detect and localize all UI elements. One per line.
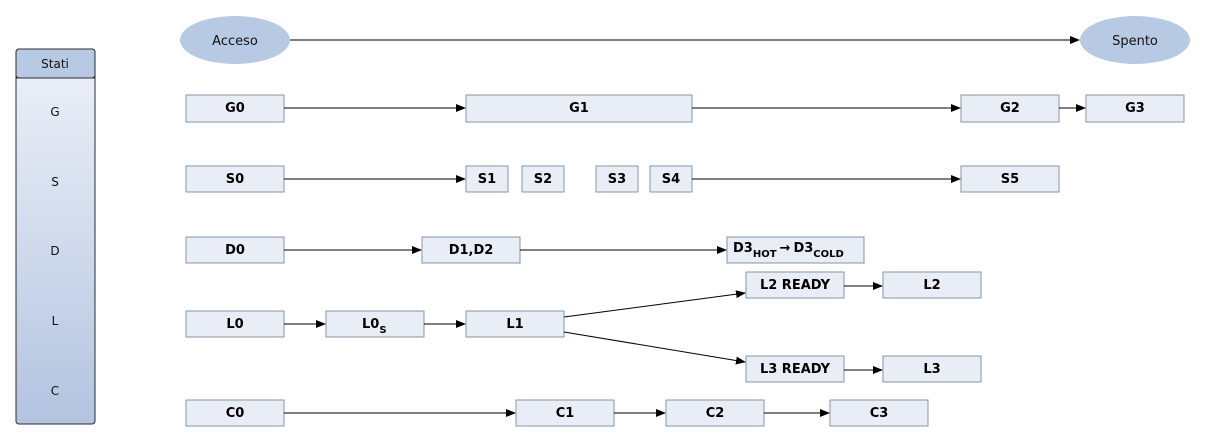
state-g0-label: G0 bbox=[225, 101, 245, 116]
legend-item-g: G bbox=[50, 105, 59, 119]
state-c2-box bbox=[665, 399, 765, 427]
d3-hot-main: D3 bbox=[733, 241, 753, 256]
g-row: G0 G1 G2 G3 bbox=[185, 94, 1185, 123]
d3-cold-main: D3 bbox=[793, 241, 813, 256]
state-l0-label: L0 bbox=[226, 317, 243, 332]
state-g0-box bbox=[185, 94, 285, 123]
legend-item-l: L bbox=[52, 314, 59, 328]
power-on-label: Acceso bbox=[212, 34, 258, 49]
state-l2-ready-label: L2 READY bbox=[760, 278, 831, 293]
state-l3-ready-box bbox=[745, 355, 845, 383]
state-s4-box bbox=[649, 165, 693, 193]
state-s0-label: S0 bbox=[226, 172, 244, 187]
state-c1-label: C1 bbox=[556, 406, 575, 421]
state-s3-box bbox=[595, 165, 639, 193]
state-g2-label: G2 bbox=[1000, 101, 1020, 116]
power-off-label: Spento bbox=[1112, 34, 1158, 49]
state-l3-ready-label: L3 READY bbox=[760, 362, 831, 377]
state-s2-box bbox=[521, 165, 565, 193]
state-l3-label: L3 bbox=[923, 362, 940, 377]
state-s5-box bbox=[960, 165, 1060, 193]
state-l0-box bbox=[185, 310, 285, 338]
state-s5-label: S5 bbox=[1001, 172, 1019, 187]
legend-item-d: D bbox=[50, 244, 59, 258]
power-on-node bbox=[180, 16, 290, 64]
state-s1-label: S1 bbox=[478, 172, 496, 187]
l-row: L0 L0S L1 L2 READY L2 L3 READY L3 bbox=[185, 271, 982, 383]
state-l1-label: L1 bbox=[506, 317, 523, 332]
state-c2-label: C2 bbox=[706, 406, 725, 421]
power-off-node bbox=[1080, 16, 1190, 64]
state-s1-box bbox=[465, 165, 509, 193]
d3-cold-sub: COLD bbox=[813, 249, 844, 260]
state-d0-label: D0 bbox=[225, 243, 245, 258]
state-l2-label: L2 bbox=[923, 278, 940, 293]
arrow-l1-l2-ready bbox=[563, 290, 746, 318]
l0s-sub: S bbox=[379, 325, 386, 336]
arrow-l1-l3-ready bbox=[563, 331, 746, 365]
d3-hot-sub: HOT bbox=[753, 249, 777, 260]
state-s2-label: S2 bbox=[534, 172, 552, 187]
d-row: D0 D1,D2 D3HOT→D3COLD bbox=[185, 236, 865, 264]
state-l3-box bbox=[882, 355, 982, 383]
state-l1-box bbox=[465, 310, 565, 338]
state-s3-label: S3 bbox=[608, 172, 626, 187]
state-g2-box bbox=[960, 94, 1060, 123]
state-l2-ready-box bbox=[745, 271, 845, 299]
state-s4-label: S4 bbox=[662, 172, 680, 187]
legend-item-c: C bbox=[51, 384, 59, 398]
state-l0s-box bbox=[325, 310, 425, 338]
state-g3-box bbox=[1085, 94, 1185, 123]
state-d3-label: D3HOT→D3COLD bbox=[733, 241, 844, 260]
state-d1-d2-box bbox=[421, 236, 521, 264]
c-row: C0 C1 C2 C3 bbox=[185, 399, 929, 427]
power-row: Acceso Spento bbox=[180, 16, 1190, 64]
state-s0-box bbox=[185, 165, 285, 193]
state-g1-label: G1 bbox=[569, 101, 589, 116]
state-l2-box bbox=[882, 271, 982, 299]
l0s-main: L0 bbox=[362, 317, 379, 332]
legend-item-s: S bbox=[51, 175, 59, 189]
state-c3-box bbox=[829, 399, 929, 427]
state-d1-d2-label: D1,D2 bbox=[449, 243, 494, 258]
legend-title: Stati bbox=[41, 57, 69, 71]
state-c0-label: C0 bbox=[226, 406, 245, 421]
state-g3-label: G3 bbox=[1125, 101, 1145, 116]
d3-arrow: → bbox=[780, 241, 791, 256]
states-legend: Stati G S D L C bbox=[15, 48, 96, 425]
state-c0-box bbox=[185, 399, 285, 427]
s-row: S0 S1 S2 S3 S4 S5 bbox=[185, 165, 1060, 193]
state-g1-box bbox=[465, 94, 693, 123]
state-d3-box bbox=[726, 236, 865, 264]
state-c3-label: C3 bbox=[870, 406, 889, 421]
state-l0s-label: L0S bbox=[362, 317, 387, 336]
